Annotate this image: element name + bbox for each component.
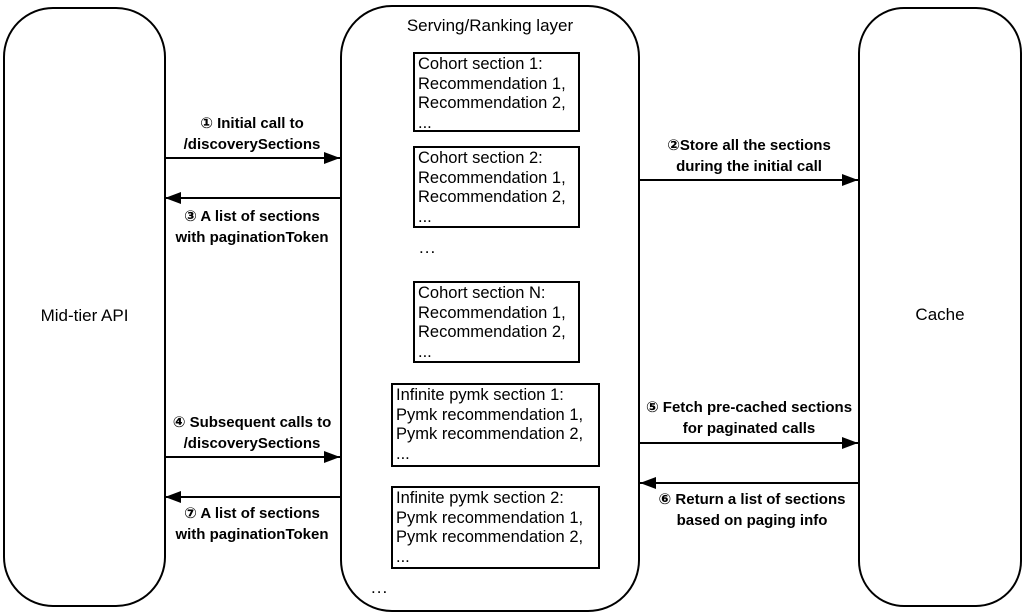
section-line: Infinite pymk section 2: xyxy=(396,489,564,507)
section-line: Recommendation 2, xyxy=(418,323,566,341)
section-line: Recommendation 1, xyxy=(418,74,566,93)
section-line: ... xyxy=(418,113,432,132)
section-line: Pymk recommendation 1, xyxy=(396,508,584,527)
arrow-line xyxy=(640,482,858,484)
section-line: ... xyxy=(396,547,410,566)
mid-tier-api-label: Mid-tier API xyxy=(40,306,129,325)
cohort-section-2-box: Cohort section 2: Recommendation 1, Reco… xyxy=(413,146,580,228)
arrow-line xyxy=(165,197,340,199)
arrow-head-right-icon xyxy=(324,152,340,164)
section-line: ... xyxy=(396,444,410,463)
section-line: Pymk recommendation 2, xyxy=(396,528,584,546)
section-line: Cohort section 2: xyxy=(418,149,543,167)
cohort-section-1-box: Cohort section 1: Recommendation 1, Reco… xyxy=(413,52,580,132)
arrow-5-label: ⑤ Fetch pre-cached sections for paginate… xyxy=(645,399,853,437)
arrow-line xyxy=(640,179,858,181)
arrow-head-left-icon xyxy=(165,491,181,503)
sections-ellipsis: ... xyxy=(419,238,437,257)
arrow-line xyxy=(640,442,858,444)
infinite-pymk-section-2-box: Infinite pymk section 2: Pymk recommenda… xyxy=(391,486,600,569)
arrow-line xyxy=(165,157,340,159)
arrow-2-label: ②Store all the sections during the initi… xyxy=(667,137,831,175)
arrow-head-right-icon xyxy=(842,437,858,449)
arrow-4-label: ④ Subsequent calls to /discoverySections xyxy=(172,414,332,452)
arrow-head-right-icon xyxy=(324,451,340,463)
section-line: Recommendation 2, xyxy=(418,188,566,206)
section-line: ... xyxy=(418,207,432,226)
section-line: ... xyxy=(418,342,432,361)
arrow-6-label: ⑥ Return a list of sections based on pag… xyxy=(658,491,846,529)
infinite-pymk-section-1-box: Infinite pymk section 1: Pymk recommenda… xyxy=(391,383,600,467)
section-line: Recommendation 2, xyxy=(418,94,566,112)
arrow-head-left-icon xyxy=(640,477,656,489)
arrow-7-label: ⑦ A list of sections with paginationToke… xyxy=(175,505,329,543)
section-line: Recommendation 1, xyxy=(418,168,566,187)
node-cache: Cache xyxy=(858,7,1022,607)
section-line: Recommendation 1, xyxy=(418,303,566,322)
section-line: Pymk recommendation 2, xyxy=(396,425,584,443)
section-line: Cohort section 1: xyxy=(418,55,543,73)
serving-layer-title: Serving/Ranking layer xyxy=(406,16,574,35)
arrow-line xyxy=(165,456,340,458)
arrow-1-label: ① Initial call to /discoverySections xyxy=(183,115,321,153)
arrow-head-left-icon xyxy=(165,192,181,204)
section-line: Infinite pymk section 1: xyxy=(396,386,564,404)
section-line: Pymk recommendation 1, xyxy=(396,405,584,424)
node-mid-tier-api: Mid-tier API xyxy=(3,7,166,607)
sections-ellipsis-bottom: ... xyxy=(371,578,389,597)
arrow-3-label: ③ A list of sections with paginationToke… xyxy=(175,208,329,246)
cohort-section-n-box: Cohort section N: Recommendation 1, Reco… xyxy=(413,281,580,363)
cache-label: Cache xyxy=(915,305,965,324)
arrow-head-right-icon xyxy=(842,174,858,186)
arrow-line xyxy=(165,496,340,498)
section-line: Cohort section N: xyxy=(418,284,546,302)
